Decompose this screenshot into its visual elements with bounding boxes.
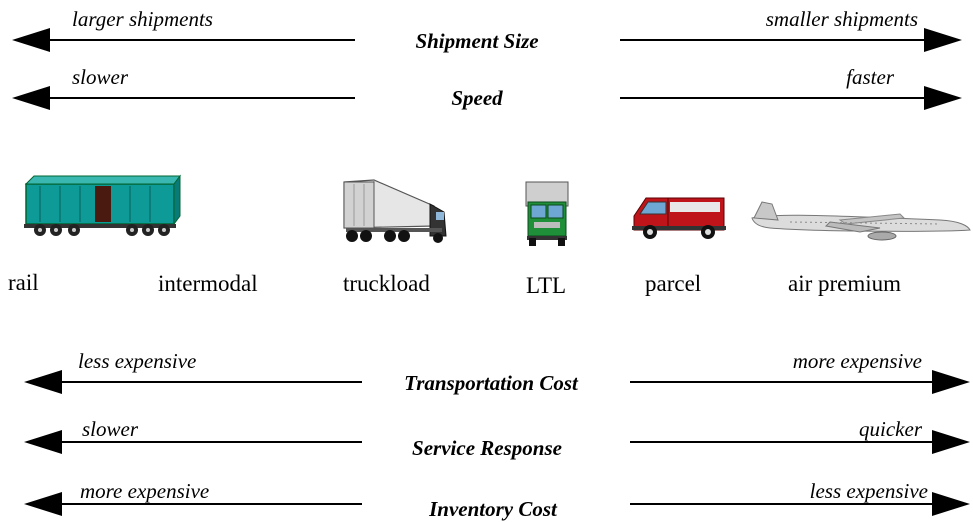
airplane-icon: [751, 201, 971, 241]
semi-truck-icon: [343, 179, 447, 243]
scale-transportation-cost: less expensive Transportation Cost more …: [24, 349, 970, 395]
delivery-van-icon: [632, 197, 726, 239]
scale-title: Transportation Cost: [404, 371, 579, 395]
scale-left-label: slower: [72, 65, 129, 89]
mode-label-air-premium: air premium: [788, 271, 901, 296]
scale-right-label: less expensive: [810, 479, 928, 503]
scale-right-label: quicker: [859, 417, 923, 441]
scale-left-label: more expensive: [80, 479, 209, 503]
scale-inventory-cost: more expensive Inventory Cost less expen…: [24, 479, 970, 521]
mode-label-truckload: truckload: [343, 271, 430, 296]
scale-shipment-size: larger shipments Shipment Size smaller s…: [12, 7, 962, 53]
mode-label-intermodal: intermodal: [158, 271, 258, 296]
box-truck-icon: [525, 181, 569, 246]
scale-title: Service Response: [412, 436, 562, 460]
scale-right-label: smaller shipments: [766, 7, 918, 31]
scale-title: Speed: [451, 86, 503, 110]
right-arrowhead: [924, 86, 962, 110]
scale-service-response: slower Service Response quicker: [24, 417, 970, 460]
mode-label-ltl: LTL: [526, 273, 566, 298]
scale-speed: slower Speed faster: [12, 65, 962, 110]
scale-left-label: slower: [82, 417, 139, 441]
left-arrowhead: [12, 86, 50, 110]
scale-title: Shipment Size: [415, 29, 538, 53]
scale-left-label: less expensive: [78, 349, 196, 373]
mode-label-rail: rail: [8, 270, 39, 295]
right-arrowhead: [932, 430, 970, 454]
left-arrowhead: [12, 28, 50, 52]
right-arrowhead: [932, 492, 970, 516]
boxcar-icon: [24, 174, 181, 236]
right-arrowhead: [924, 28, 962, 52]
scale-title: Inventory Cost: [428, 497, 558, 521]
left-arrowhead: [24, 492, 62, 516]
scale-left-label: larger shipments: [72, 7, 213, 31]
scale-right-label: faster: [846, 65, 895, 89]
mode-label-parcel: parcel: [645, 271, 701, 296]
left-arrowhead: [24, 430, 62, 454]
left-arrowhead: [24, 370, 62, 394]
right-arrowhead: [932, 370, 970, 394]
scale-right-label: more expensive: [793, 349, 922, 373]
